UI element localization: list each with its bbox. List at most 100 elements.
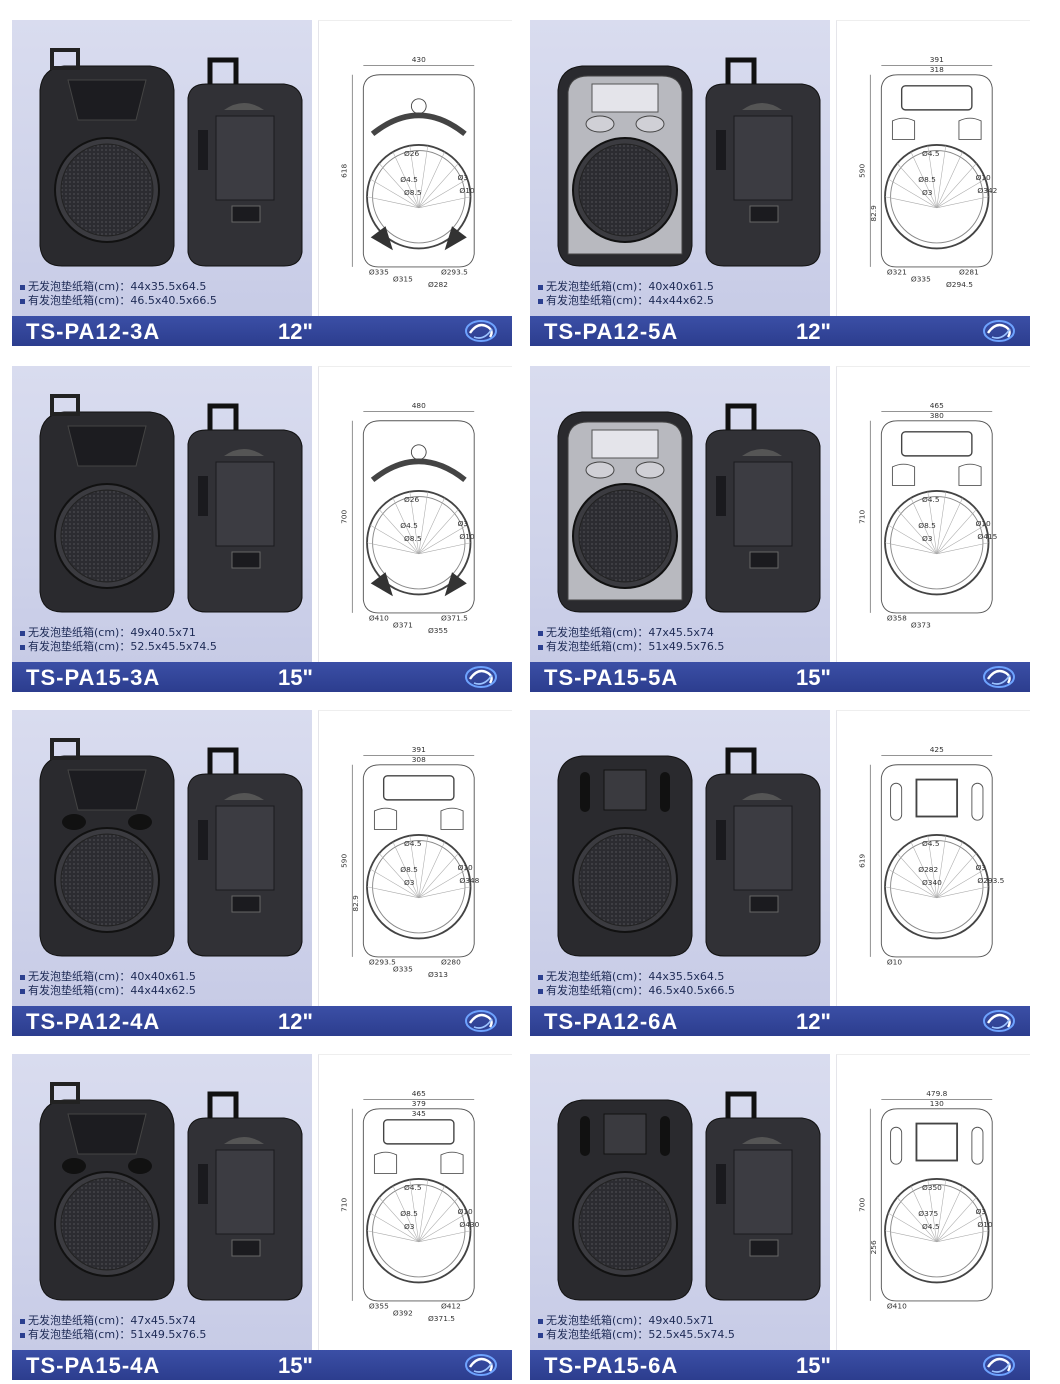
diameter-label: Ø4.5 [922, 1222, 940, 1231]
diameter-label: Ø281 [959, 267, 979, 276]
diameter-label: Ø342 [977, 186, 997, 195]
diameter-label: Ø8.5 [400, 1209, 418, 1218]
carton-spec-with-foam: 有发泡垫纸箱(cm)：51x49.5x76.5 [538, 640, 828, 654]
width-dimension: 479.8 [926, 1089, 947, 1098]
width-dimension: 391 [930, 55, 944, 64]
diameter-label: Ø294.5 [946, 280, 973, 289]
carton-spec-with-foam: 有发泡垫纸箱(cm)：46.5x40.5x66.5 [20, 294, 310, 308]
bullet-icon [20, 644, 25, 650]
diameter-label: Ø8.5 [400, 865, 418, 874]
carton-spec-no-foam: 无发泡垫纸箱(cm)：49x40.5x71 [20, 626, 310, 640]
brand-logo-icon [465, 1010, 497, 1032]
bullet-icon [20, 1318, 25, 1324]
diameter-label: Ø375 [918, 1209, 938, 1218]
height-dimension: 700 [858, 1198, 867, 1212]
side-dimension: 256 [869, 1240, 878, 1254]
diameter-label: Ø348 [459, 876, 479, 885]
diameter-label: Ø8.5 [404, 188, 422, 197]
diameter-label: Ø282 [918, 865, 938, 874]
spec-text: 无发泡垫纸箱(cm)：44x35.5x64.5 [546, 970, 725, 983]
brand-logo-icon [983, 320, 1015, 342]
inner-width-dimension: 130 [930, 1099, 944, 1108]
diameter-label: Ø282 [428, 280, 448, 289]
diameter-label: Ø392 [393, 1309, 413, 1318]
driver-size: 15" [278, 1353, 313, 1378]
brand-logo-icon [983, 1354, 1015, 1376]
spec-text: 无发泡垫纸箱(cm)：47x45.5x74 [546, 626, 714, 639]
front-view-photo [557, 65, 693, 267]
spec-text: 有发泡垫纸箱(cm)：51x49.5x76.5 [546, 640, 725, 653]
diameter-label: Ø10 [976, 519, 991, 528]
bullet-icon [538, 988, 543, 994]
rear-view-photo [187, 747, 303, 957]
driver-size: 12" [796, 319, 831, 344]
rear-view-photo [187, 403, 303, 613]
driver-size: 12" [278, 1009, 313, 1034]
diameter-label: Ø313 [428, 970, 448, 979]
front-view-photo [39, 48, 175, 267]
height-dimension: 590 [340, 854, 349, 868]
diameter-label: Ø10 [458, 863, 473, 872]
diameter-label: Ø430 [459, 1220, 479, 1229]
diameter-label: Ø4.5 [922, 495, 940, 504]
driver-size: 12" [796, 1009, 831, 1034]
side-dimension: 82.9 [869, 205, 878, 222]
bullet-icon [538, 974, 543, 980]
carton-spec-no-foam: 无发泡垫纸箱(cm)：44x35.5x64.5 [538, 970, 828, 984]
diameter-label: Ø358 [887, 613, 907, 622]
diameter-label: Ø8.5 [918, 521, 936, 530]
spec-text: 无发泡垫纸箱(cm)：49x40.5x71 [28, 626, 196, 639]
front-view-photo [39, 1082, 175, 1301]
driver-size: 15" [796, 665, 831, 690]
carton-spec-no-foam: 无发泡垫纸箱(cm)：40x40x61.5 [538, 280, 828, 294]
spec-text: 无发泡垫纸箱(cm)：47x45.5x74 [28, 1314, 196, 1327]
diameter-label: Ø10 [977, 1220, 992, 1229]
model-name: TS-PA15-3A [26, 665, 161, 690]
height-dimension: 618 [340, 164, 349, 178]
carton-spec-with-foam: 有发泡垫纸箱(cm)：44x44x62.5 [538, 294, 828, 308]
diameter-label: Ø340 [922, 878, 942, 887]
rear-view-photo [187, 1091, 303, 1301]
diameter-label: Ø3 [404, 1222, 415, 1231]
height-dimension: 710 [858, 510, 867, 524]
side-dimension: 82.9 [351, 895, 360, 912]
diameter-label: Ø355 [428, 626, 448, 635]
bullet-icon [20, 630, 25, 636]
diameter-label: Ø10 [887, 957, 902, 966]
diameter-label: Ø355 [369, 1301, 389, 1310]
bullet-icon [20, 988, 25, 994]
diameter-label: Ø371.5 [441, 613, 468, 622]
bullet-icon [20, 298, 25, 304]
diameter-label: Ø315 [393, 275, 413, 284]
brand-logo-icon [465, 320, 497, 342]
bullet-icon [20, 284, 25, 290]
bullet-icon [538, 630, 543, 636]
diameter-label: Ø335 [911, 275, 931, 284]
diameter-label: Ø293.5 [369, 957, 396, 966]
diameter-label: Ø10 [459, 186, 474, 195]
bullet-icon [20, 1332, 25, 1338]
